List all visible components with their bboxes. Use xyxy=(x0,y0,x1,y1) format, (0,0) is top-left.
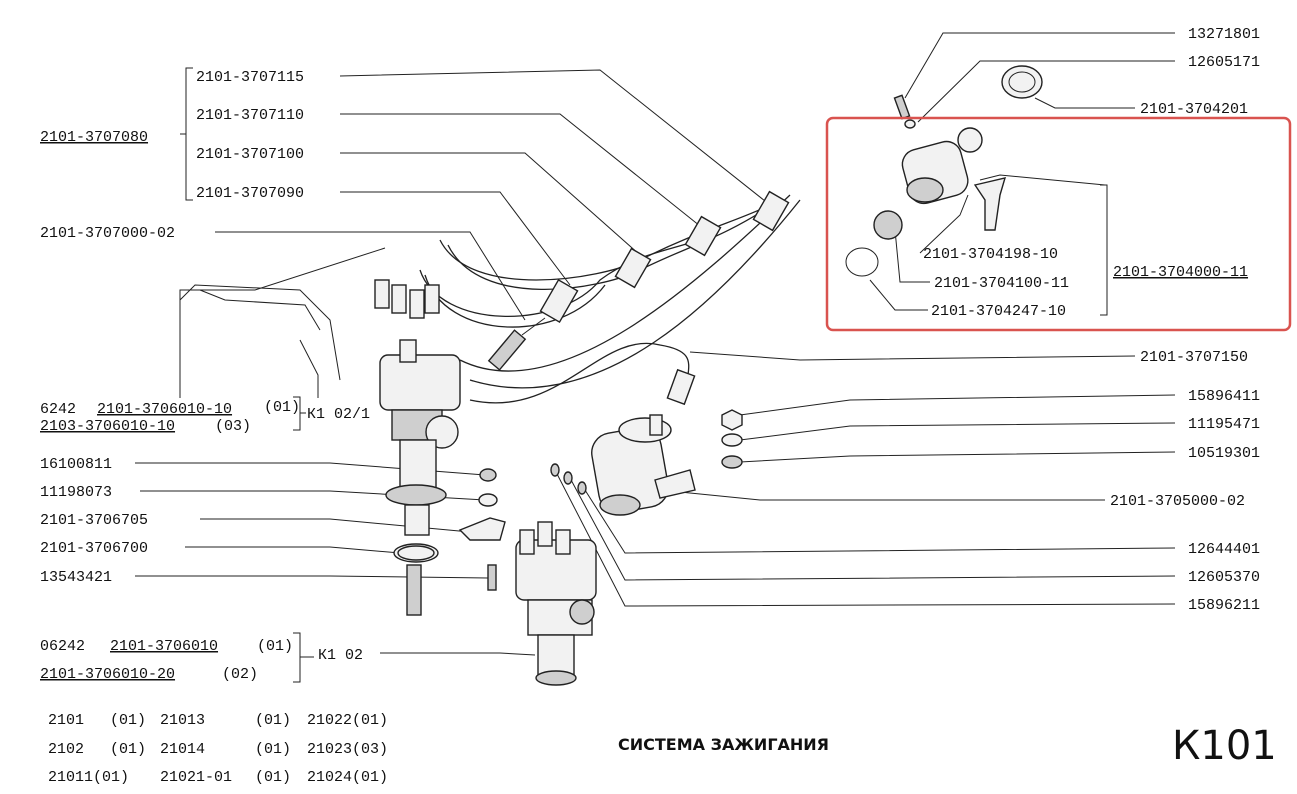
label-2101-3707000-02: 2101-3707000-02 xyxy=(40,225,175,242)
label-2101-3707080: 2101-3707080 xyxy=(40,129,148,146)
page-code: К101 xyxy=(1172,723,1277,769)
engine-outline xyxy=(179,284,341,381)
label-13543421: 13543421 xyxy=(40,569,112,586)
applicability-cell: 21022(01) xyxy=(307,712,388,729)
label-2101-3706010-10: 2101-3706010-10 xyxy=(97,401,232,418)
label-2101-3706010-20: 2101-3706010-20 xyxy=(40,666,175,683)
distributor-alt xyxy=(515,521,597,686)
label-13271801: 13271801 xyxy=(1188,26,1260,43)
label-2101-3706700: 2101-3706700 xyxy=(40,540,148,557)
page-title: СИСТЕМА ЗАЖИГАНИЯ xyxy=(618,735,829,754)
spark-plug xyxy=(487,317,546,371)
label-2101-3707100: 2101-3707100 xyxy=(196,146,304,163)
label-2103-3706010-10: 2103-3706010-10 xyxy=(40,418,175,435)
applicability-table: 2101 (01) 21013 (01) 21022(01) 2102 (01)… xyxy=(48,712,388,786)
applicability-cell: 21021-01 xyxy=(160,769,232,786)
label-d3-ref: К1 02 xyxy=(318,647,363,664)
applicability-cell: 21013 xyxy=(160,712,205,729)
label-2101-3704000-11: 2101-3704000-11 xyxy=(1113,264,1248,281)
highlight-box xyxy=(825,116,1292,332)
label-2101-3707150: 2101-3707150 xyxy=(1140,349,1248,366)
applicability-cell: 21014 xyxy=(160,741,205,758)
applicability-cell: 2102 xyxy=(48,741,84,758)
applicability-cell: (01) xyxy=(110,712,146,729)
label-d1-prefix: 6242 xyxy=(40,401,76,418)
applicability-cell: 21024(01) xyxy=(307,769,388,786)
label-15896411: 15896411 xyxy=(1188,388,1260,405)
label-2101-3707115: 2101-3707115 xyxy=(196,69,304,86)
label-d3-variant: (01) xyxy=(257,638,293,655)
coil-nuts xyxy=(721,409,743,469)
label-d1-variant: (01) xyxy=(264,399,300,416)
label-12605171: 12605171 xyxy=(1188,54,1260,71)
label-2101-3707110: 2101-3707110 xyxy=(196,107,304,124)
label-2101-3704198-10: 2101-3704198-10 xyxy=(923,246,1058,263)
spark-plug-wires xyxy=(419,194,801,404)
label-12644401: 12644401 xyxy=(1188,541,1260,558)
label-d4-variant: (02) xyxy=(222,666,258,683)
label-15896211: 15896211 xyxy=(1188,597,1260,614)
applicability-cell: (01) xyxy=(255,741,291,758)
spark-plug-caps xyxy=(539,190,790,406)
label-2101-3706705: 2101-3706705 xyxy=(40,512,148,529)
applicability-cell: 21011(01) xyxy=(48,769,129,786)
label-16100811: 16100811 xyxy=(40,456,112,473)
label-11195471: 11195471 xyxy=(1188,416,1260,433)
applicability-cell: (01) xyxy=(110,741,146,758)
ignition-coil xyxy=(591,414,696,516)
ignition-switch xyxy=(845,65,1043,277)
label-12605370: 12605370 xyxy=(1188,569,1260,586)
label-2101-3704247-10: 2101-3704247-10 xyxy=(931,303,1066,320)
applicability-cell: 21023(03) xyxy=(307,741,388,758)
applicability-cell: 2101 xyxy=(48,712,84,729)
brackets xyxy=(180,67,1108,683)
label-2101-3706010: 2101-3706010 xyxy=(110,638,218,655)
part-labels: 13271801 12605171 2101-3704201 2101-3707… xyxy=(40,26,1260,683)
label-2101-3704201: 2101-3704201 xyxy=(1140,101,1248,118)
label-d3-prefix: 06242 xyxy=(40,638,85,655)
label-10519301: 10519301 xyxy=(1188,445,1260,462)
label-d2-variant: (03) xyxy=(215,418,251,435)
applicability-cell: (01) xyxy=(255,712,291,729)
label-2101-3704100-11: 2101-3704100-11 xyxy=(934,275,1069,292)
label-2101-3705000-02: 2101-3705000-02 xyxy=(1110,493,1245,510)
label-2101-3707090: 2101-3707090 xyxy=(196,185,304,202)
distributor-main xyxy=(374,279,461,616)
label-d1-ref: К1 02/1 xyxy=(307,406,370,423)
label-11198073: 11198073 xyxy=(40,484,112,501)
small-parts xyxy=(397,463,587,591)
applicability-cell: (01) xyxy=(255,769,291,786)
